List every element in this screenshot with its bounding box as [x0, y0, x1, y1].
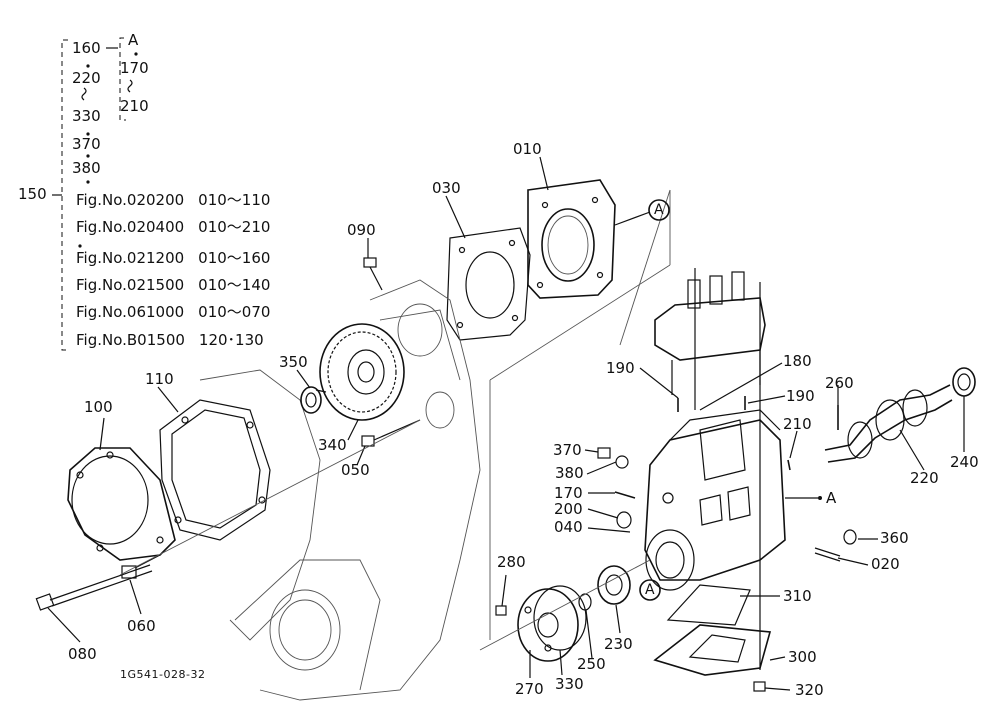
- part-label-190-right: 190: [786, 387, 815, 405]
- callout-A-top-text: A: [654, 202, 664, 218]
- legend-item: 380: [72, 159, 101, 177]
- part-label-310: 310: [783, 587, 812, 605]
- part-label-180: 180: [783, 352, 812, 370]
- part-label-270: 270: [515, 680, 544, 698]
- part-label-240: 240: [950, 453, 979, 471]
- pin-210: [787, 459, 791, 471]
- callout-A-bottom-text: A: [645, 582, 655, 598]
- part-label-220: 220: [910, 469, 939, 487]
- leader-lines: [47, 156, 965, 691]
- plug-200: [616, 511, 632, 529]
- legend-sub-item: 170: [120, 59, 149, 77]
- part-label-040: 040: [554, 518, 583, 536]
- bearing-240: [952, 367, 976, 397]
- part-label-080: 080: [68, 645, 97, 663]
- legend-item: 330: [72, 107, 101, 125]
- gear-340: [319, 323, 405, 421]
- part-label-280: 280: [497, 553, 526, 571]
- part-label-100: 100: [84, 398, 113, 416]
- part-label-030: 030: [432, 179, 461, 197]
- cover-100: [67, 447, 176, 561]
- part-label-090: 090: [347, 221, 376, 239]
- part-label-340: 340: [318, 436, 347, 454]
- part-label-060: 060: [127, 617, 156, 635]
- part-label-200: 200: [554, 500, 583, 518]
- part-label-260: 260: [825, 374, 854, 392]
- washer-380: [615, 455, 629, 469]
- part-label-380: 380: [555, 464, 584, 482]
- plug-370: [597, 447, 611, 459]
- drawing-reference: 1G541-028-32: [120, 668, 206, 681]
- plate-300: [653, 624, 772, 676]
- bolt-050: [361, 419, 421, 447]
- legend-item: 160: [72, 39, 101, 57]
- callout-A-top: [648, 199, 670, 221]
- group-number: 150: [18, 185, 47, 203]
- part-label-320: 320: [795, 681, 824, 699]
- part-label-330: 330: [555, 675, 584, 693]
- legend-sub-item: A: [128, 31, 139, 49]
- pin-170: [614, 491, 636, 499]
- gasket-030: [446, 227, 531, 341]
- part-label-360: 360: [880, 529, 909, 547]
- part-label-010: 010: [513, 140, 542, 158]
- stud-020: [814, 547, 841, 562]
- part-label-250: 250: [577, 655, 606, 673]
- legend-bracket: [61, 39, 68, 351]
- gear-case: [199, 279, 481, 701]
- part-label-210: 210: [783, 415, 812, 433]
- part-label-190-left: 190: [606, 359, 635, 377]
- gasket-110: [159, 399, 271, 541]
- pins-190: [677, 396, 746, 412]
- part-label-020: 020: [871, 555, 900, 573]
- delivery-valve-block: [654, 268, 766, 670]
- part-label-230: 230: [604, 635, 633, 653]
- legend-item: 370: [72, 135, 101, 153]
- callout-A-bottom: [639, 579, 661, 601]
- side-label-A: A: [826, 489, 837, 507]
- bolt-090: [363, 257, 383, 291]
- bolt-360: [843, 529, 857, 545]
- plate-010: [527, 179, 651, 299]
- bolt-060: [121, 554, 161, 579]
- bolt-280: [495, 605, 507, 616]
- legend-sub-bracket: [119, 37, 126, 121]
- gasket-310: [666, 584, 751, 626]
- part-label-350: 350: [279, 353, 308, 371]
- part-label-370: 370: [553, 441, 582, 459]
- legend-item: 220: [72, 69, 101, 87]
- bearing-350: [300, 386, 327, 414]
- bearing-230: [597, 565, 631, 605]
- camshaft-220: [824, 384, 953, 463]
- part-label-110: 110: [145, 370, 174, 388]
- injection-pump-body: [644, 409, 786, 591]
- part-label-050: 050: [341, 461, 370, 479]
- bolt-080: [35, 564, 153, 611]
- bolt-320: [753, 681, 766, 692]
- part-label-170: 170: [554, 484, 583, 502]
- legend-sub-item: 210: [120, 97, 149, 115]
- coupling-270: [517, 585, 587, 662]
- part-label-300: 300: [788, 648, 817, 666]
